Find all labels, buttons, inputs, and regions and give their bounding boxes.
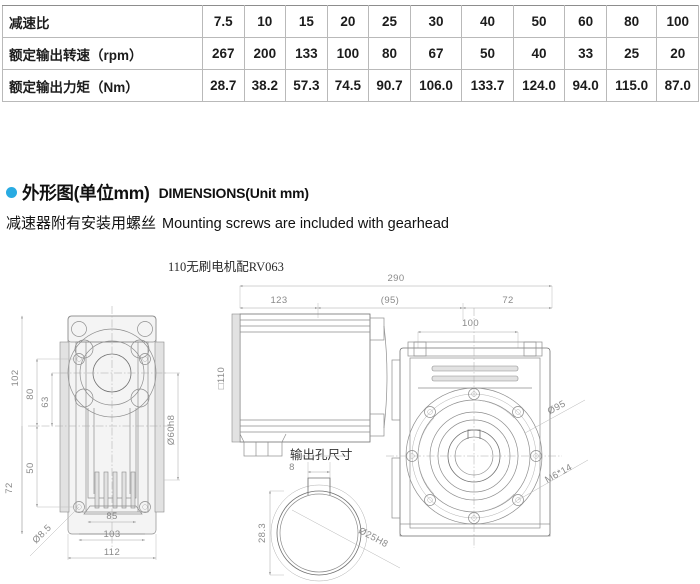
dim-text-112: 112 [104, 547, 120, 558]
output-hole-label: 输出孔尺寸 [290, 448, 353, 462]
table-row: 额定输出转速（rpm） 267 200 133 100 80 67 50 40 … [2, 37, 699, 70]
table-row: 额定输出力矩（Nm） 28.7 38.2 57.3 74.5 90.7 106.… [2, 69, 699, 102]
dim-text-dia-95: Ø95 [546, 398, 568, 417]
cell-ratio-0: 7.5 [202, 5, 245, 38]
dim-text-85: 85 [106, 511, 117, 522]
cell-torque-6: 133.7 [461, 69, 514, 102]
dim-text-63: 63 [40, 396, 51, 407]
cad-drawing-svg: .ln { stroke:#8e8e8e; stroke-width:0.7; … [4, 273, 589, 582]
dim-text-28-3: 28.3 [257, 523, 268, 543]
section-heading: 外形图(单位mm) DIMENSIONS(Unit mm) [6, 180, 309, 205]
cell-speed-0: 267 [202, 37, 245, 70]
cell-torque-8: 94.0 [564, 69, 607, 102]
cell-speed-4: 80 [368, 37, 411, 70]
cell-ratio-7: 50 [512, 5, 566, 38]
dim-flange-100: 100 [417, 318, 519, 348]
dim-text-100: 100 [462, 318, 479, 329]
cell-ratio-3: 20 [326, 5, 370, 38]
cell-ratio-2: 15 [285, 5, 328, 38]
dim-text-key-8: 8 [289, 462, 295, 473]
left-view-gearbox [28, 306, 172, 548]
section-note-en: Mounting screws are included with gearhe… [162, 216, 449, 232]
dim-chain-secondary: 123 (95) 72 [239, 295, 552, 320]
cell-torque-1: 38.2 [243, 69, 287, 102]
cell-ratio-6: 40 [461, 5, 514, 38]
flange-bolt-holes [406, 388, 542, 524]
dim-text-dia-25h8: Ø25H8 [356, 525, 390, 550]
left-bottom-dims: 85 103 112 [67, 511, 157, 560]
dimension-drawing: 110无刷电机配RV063 输出孔尺寸 .ln { stroke:#8e8e8e… [0, 248, 700, 584]
table-body: 减速比 7.5 10 15 20 25 30 40 50 60 80 100 额… [2, 5, 699, 102]
cell-torque-4: 90.7 [368, 69, 411, 102]
section-note: 减速器附有安装用螺丝 Mounting screws are included … [6, 212, 449, 233]
cell-torque-3: 74.5 [326, 69, 370, 102]
dim-text-dia-8-5: Ø8.5 [30, 522, 53, 545]
dim-text-50: 50 [25, 462, 36, 473]
cell-torque-2: 57.3 [285, 69, 328, 102]
cell-ratio-8: 60 [564, 5, 607, 38]
section-note-cn: 减速器附有安装用螺丝 [6, 215, 157, 232]
cell-ratio-10: 100 [656, 5, 699, 38]
cell-torque-5: 106.0 [409, 69, 463, 102]
dim-text-72-left: 72 [4, 482, 15, 493]
row-label-ratio: 减速比 [2, 5, 203, 38]
cell-speed-9: 25 [605, 37, 658, 70]
cell-torque-0: 28.7 [202, 69, 245, 102]
cell-speed-7: 40 [512, 37, 566, 70]
dim-text-290: 290 [387, 273, 404, 284]
dim-text-square-110: □110 [216, 367, 227, 389]
table-row: 减速比 7.5 10 15 20 25 30 40 50 60 80 100 [2, 5, 699, 38]
cell-torque-9: 115.0 [605, 69, 658, 102]
cell-ratio-5: 30 [409, 5, 463, 38]
specification-table: 减速比 7.5 10 15 20 25 30 40 50 60 80 100 额… [2, 5, 699, 102]
cell-ratio-9: 80 [605, 5, 658, 38]
section-title-en: DIMENSIONS(Unit mm) [158, 184, 309, 201]
cell-speed-5: 67 [409, 37, 463, 70]
dim-overall-290: 290 [239, 273, 553, 308]
cell-speed-1: 200 [243, 37, 287, 70]
dim-text-m6x14: M6*14 [543, 462, 574, 486]
row-label-torque: 额定输出力矩（Nm） [2, 69, 203, 102]
cell-speed-2: 133 [285, 37, 328, 70]
cell-speed-6: 50 [461, 37, 514, 70]
dim-text-123: 123 [270, 295, 287, 306]
bullet-icon [6, 187, 17, 198]
dim-text-102: 102 [10, 369, 21, 386]
section-title-cn: 外形图(单位mm) [22, 183, 150, 203]
dim-text-dia-60h8: Ø60h8 [166, 415, 177, 446]
cell-speed-8: 33 [564, 37, 607, 70]
output-hole-detail: 8 28.3 Ø25H8 [257, 455, 401, 582]
cell-torque-7: 124.0 [512, 69, 566, 102]
right-view-flange: Ø95 M6*14 [386, 308, 589, 548]
cooling-fins [94, 471, 136, 509]
cell-speed-3: 100 [326, 37, 370, 70]
dim-text-95: (95) [381, 295, 400, 306]
dim-text-103: 103 [103, 529, 120, 540]
dim-text-80: 80 [25, 388, 36, 399]
cell-speed-10: 20 [656, 37, 699, 70]
middle-view-motor: □110 [216, 313, 388, 457]
drawing-title: 110无刷电机配RV063 [168, 260, 284, 274]
cell-ratio-1: 10 [243, 5, 287, 38]
cell-torque-10: 87.0 [656, 69, 699, 102]
dim-text-72: 72 [502, 295, 513, 306]
row-label-speed: 额定输出转速（rpm） [2, 37, 203, 70]
cell-ratio-4: 25 [368, 5, 411, 38]
